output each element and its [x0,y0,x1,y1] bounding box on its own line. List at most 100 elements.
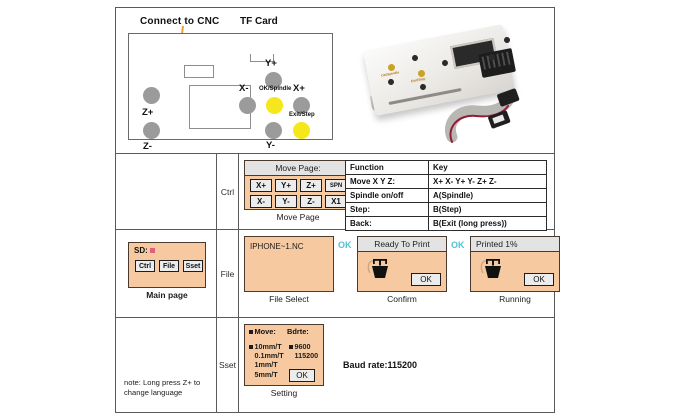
panel-label-y-plus: Y+ [265,58,277,69]
file-select-screen: IPHONE~1.NC [244,236,334,292]
list-item[interactable]: 0.1mm/T [254,351,284,361]
ctrl-row-content: Move Page: X+ Y+ Z+ SPN X- Y- Z- X1 Move… [239,154,554,231]
sset-row-label: Sset [217,318,239,412]
running-title: Printed 1% [471,237,559,252]
cnc-connector-port [184,65,214,78]
key-z-minus[interactable]: Z- [300,195,322,208]
note-cell: note: Long press Z+ to change language [116,318,217,412]
file-name: IPHONE~1.NC [250,242,304,251]
move-options-list: 10mm/T 0.1mm/T 1mm/T 5mm/T [249,342,284,379]
product-photo: OK/Spindle Exit/Step [356,23,546,148]
key-y-minus[interactable]: Y- [275,195,297,208]
list-item[interactable]: 1mm/T [254,360,278,370]
key-move-xyz: X+ X- Y+ Y- Z+ Z- [428,174,547,189]
bullet-icon [249,330,253,334]
panel-button-z-minus[interactable] [143,122,160,139]
running-caption: Running [499,294,531,304]
main-page-screen: SD: Ctrl File Sset [128,242,206,288]
key-back: B(Exit (long press)) [428,216,547,231]
move-page-keypad: X+ Y+ Z+ SPN X- Y- Z- X1 [250,179,347,208]
table-row: Back: B(Exit (long press)) [345,216,547,231]
ok-arrow-tag-2: OK [451,240,465,250]
panel-label-z-minus: Z- [143,141,152,152]
baud-options-list: 9600 115200 [289,342,318,360]
key-x1[interactable]: X1 [325,195,347,208]
fn-back: Back: [345,216,429,231]
key-spn[interactable]: SPN [325,179,347,192]
setting-ok-button[interactable]: OK [289,369,315,382]
move-page-caption: Move Page [276,212,320,222]
main-page-buttons: Ctrl File Sset [135,260,203,272]
key-x-plus[interactable]: X+ [250,179,272,192]
panel-button-y-minus[interactable] [265,122,282,139]
cnc-machine-icon [480,259,501,278]
file-row-label: File [217,230,239,317]
connect-to-cnc-label: Connect to CNC [140,16,220,27]
list-item[interactable]: 9600 [289,342,318,351]
panel-button-x-minus[interactable] [239,97,256,114]
th-function: Function [345,160,429,175]
cnc-machine-icon [367,259,388,278]
panel-label-x-minus: X- [239,83,249,94]
panel-button-exit-step[interactable] [293,122,310,139]
setting-bdrte-header: Bdrte: [287,327,309,336]
confirm-caption: Confirm [387,294,417,304]
main-page-cell: SD: Ctrl File Sset Main page [116,230,217,317]
tf-card-slot [250,54,274,62]
setting-move-header: Move: [249,327,276,336]
running-screen: Printed 1% OK [470,236,560,292]
setting-move-header-text: Move: [254,327,276,336]
sd-label: SD: [134,246,148,255]
move-page-screen: Move Page: X+ Y+ Z+ SPN X- Y- Z- X1 [244,160,352,210]
top-section: Connect to CNC TF Card Z+ Z- Y+ Y- X- X+ [116,8,554,154]
key-step: B(Step) [428,202,547,217]
list-item[interactable]: 5mm/T [254,369,278,379]
ribbon-cable [445,88,520,143]
bullet-icon [249,345,253,349]
language-note: note: Long press Z+ to change language [124,378,201,398]
main-btn-file[interactable]: File [159,260,179,272]
file-select-caption: File Select [269,294,309,304]
list-item[interactable]: 115200 [294,351,319,361]
main-btn-sset[interactable]: Sset [183,260,203,272]
function-key-table: Function Key Move X Y Z: X+ X- Y+ Y- Z+ … [345,160,547,231]
sset-row-content: Move: Bdrte: 10mm/T 0.1mm/T 1mm/T 5mm/T … [239,318,554,412]
fn-move-xyz: Move X Y Z: [345,174,429,189]
table-row: Move X Y Z: X+ X- Y+ Y- Z+ Z- [345,174,547,189]
key-spindle: A(Spindle) [428,188,547,203]
move-page-title: Move Page: [245,161,351,176]
table-row: Step: B(Step) [345,202,547,217]
panel-button-z-plus[interactable] [143,87,160,104]
main-btn-ctrl[interactable]: Ctrl [135,260,155,272]
key-y-plus[interactable]: Y+ [275,179,297,192]
modes-grid: Ctrl Move Page: X+ Y+ Z+ SPN X- Y- Z- X1 [116,154,560,412]
confirm-ok-button[interactable]: OK [411,273,441,286]
setting-screen: Move: Bdrte: 10mm/T 0.1mm/T 1mm/T 5mm/T … [244,324,324,386]
file-row-content: IPHONE~1.NC File Select OK Ready To Prin… [239,230,560,317]
tf-card-label: TF Card [240,16,278,27]
confirm-title: Ready To Print [358,237,446,252]
setting-caption: Setting [270,388,298,398]
device-button-black-5 [503,36,511,44]
key-z-plus[interactable]: Z+ [300,179,322,192]
panel-button-x-plus[interactable] [293,97,310,114]
diagram-frame: Connect to CNC TF Card Z+ Z- Y+ Y- X- X+ [115,7,560,413]
panel-button-ok-spindle[interactable] [266,97,283,114]
fn-step: Step: [345,202,429,217]
file-row: SD: Ctrl File Sset Main page File IPHONE… [116,230,560,318]
ok-arrow-tag-1: OK [338,240,352,250]
running-ok-button[interactable]: OK [524,273,554,286]
panel-label-ok-spindle: OK/Spindle [259,86,292,92]
table-header-row: Function Key [345,160,547,175]
list-item[interactable]: 10mm/T [249,342,284,351]
main-page-caption: Main page [146,290,188,300]
confirm-screen: Ready To Print OK [357,236,447,292]
panel-label-x-plus: X+ [293,83,305,94]
ctrl-row-label: Ctrl [217,154,239,229]
sd-status: SD: [134,246,155,255]
key-x-minus[interactable]: X- [250,195,272,208]
table-row: Spindle on/off A(Spindle) [345,188,547,203]
panel-button-y-plus[interactable] [265,72,282,89]
sd-indicator-icon [149,248,155,254]
